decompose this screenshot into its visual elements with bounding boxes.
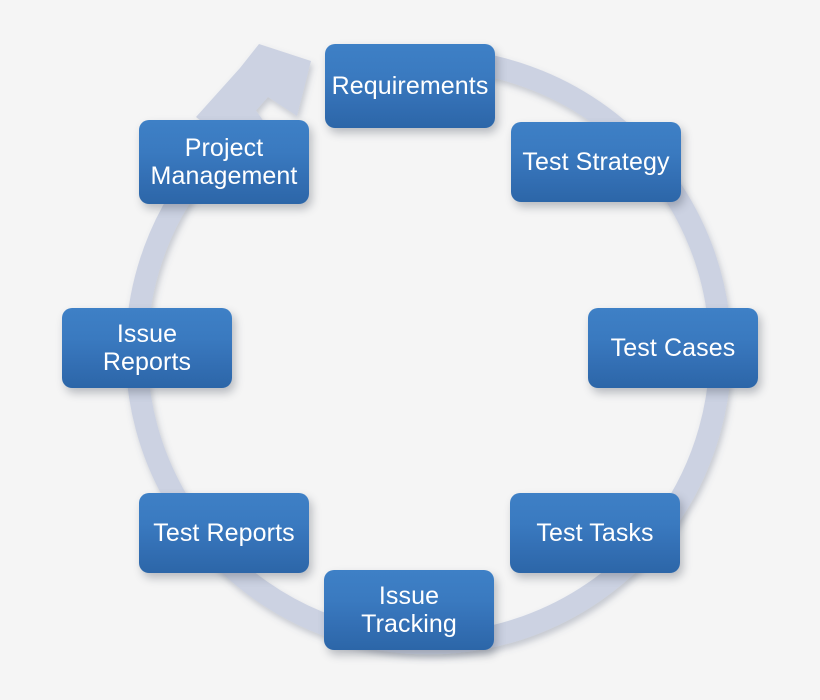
node-label: Issue Tracking [361, 582, 457, 638]
node-label: Project Management [150, 134, 298, 190]
node-label: Issue Reports [102, 320, 192, 376]
node-label: Requirements [331, 72, 489, 100]
node-issue-tracking[interactable]: Issue Tracking [324, 570, 494, 650]
node-label: Test Reports [153, 519, 295, 547]
node-issue-reports[interactable]: Issue Reports [62, 308, 232, 388]
arrowhead-icon [196, 44, 311, 142]
node-test-tasks[interactable]: Test Tasks [510, 493, 680, 573]
node-test-cases[interactable]: Test Cases [588, 308, 758, 388]
node-project-management[interactable]: Project Management [139, 120, 309, 204]
node-test-strategy[interactable]: Test Strategy [511, 122, 681, 202]
node-label: Test Tasks [536, 519, 654, 547]
node-label: Test Strategy [522, 148, 670, 176]
node-requirements[interactable]: Requirements [325, 44, 495, 128]
node-label: Test Cases [610, 334, 736, 362]
node-test-reports[interactable]: Test Reports [139, 493, 309, 573]
